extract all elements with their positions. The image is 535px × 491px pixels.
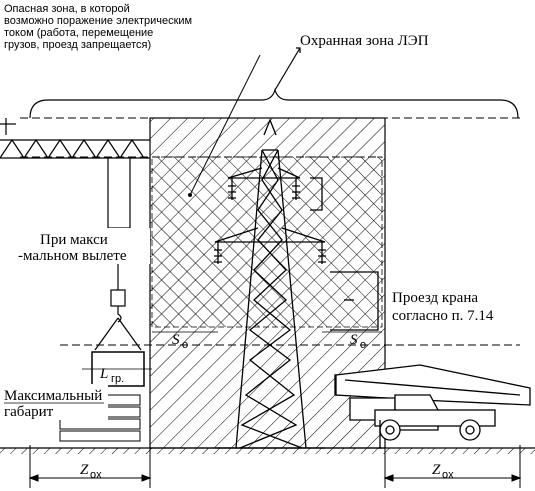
crane-passage-line-1: Проезд крана [392, 290, 478, 306]
load-length-sub: гр. [111, 373, 124, 385]
crane-passage-backdrop [388, 286, 530, 324]
danger-zone-leader [189, 54, 261, 196]
truck-crane [334, 364, 531, 449]
clearance-right-label: S [350, 332, 358, 348]
zone-width-left-label: Z [80, 462, 89, 478]
clearance-labels: S о S о [152, 331, 382, 351]
dimension-lines [28, 445, 522, 488]
danger-zone-line-4: грузов, проезд запрещается) [4, 39, 151, 51]
max-size-line-2: габарит [4, 404, 54, 420]
danger-zone-line-2: возможно поражение электрическим [4, 15, 192, 27]
power-pylon [214, 118, 379, 449]
clearance-left-label: S [172, 332, 180, 348]
max-reach-backdrop [14, 228, 150, 264]
clearance-left-sub: о [182, 339, 188, 351]
max-reach-line-2: -мальном вылете [18, 248, 127, 264]
protection-zone-bracket [29, 47, 519, 119]
max-reach-line-1: При макси [40, 232, 108, 248]
clearance-right-sub: о [360, 339, 366, 351]
ground [0, 447, 535, 454]
max-size-line-1: Максимальный [4, 388, 102, 404]
danger-zone-line-1: Опасная зона, в которой [4, 3, 130, 15]
tower-crane [0, 118, 150, 351]
load-box: L гр. [82, 351, 152, 387]
max-size-backdrop [0, 384, 108, 420]
zone-width-left-sub: ox [90, 469, 102, 481]
protection-zone-label: Охранная зона ЛЭП [300, 33, 429, 49]
load-length-label: L [99, 366, 108, 382]
zone-width-right-sub: ox [442, 469, 454, 481]
zone-width-right-label: Z [432, 462, 441, 478]
crane-passage-line-2: согласно п. 7.14 [392, 308, 494, 324]
danger-zone-line-3: током (работа, перемещение [4, 27, 153, 39]
zone-boundary-lines [20, 117, 520, 448]
danger-zone-caption: Опасная зона, в которой возможно поражен… [4, 3, 192, 51]
